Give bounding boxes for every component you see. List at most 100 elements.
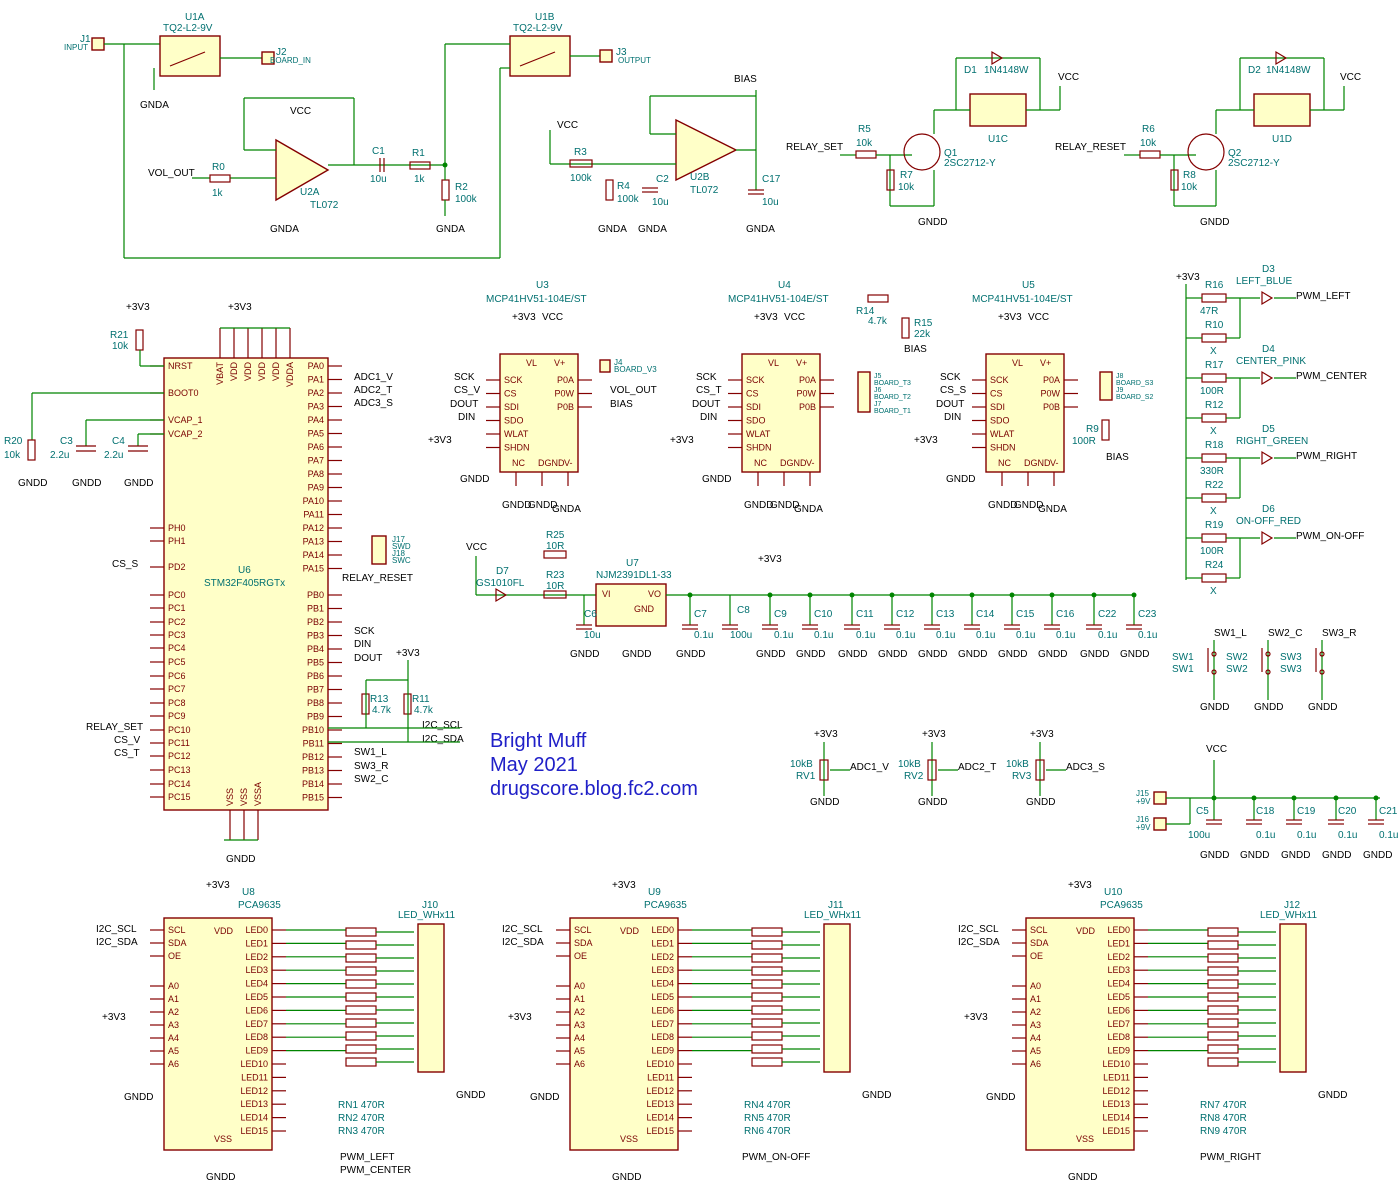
digipot-pin-p0a: P0A	[799, 375, 816, 385]
gnda-r2: GNDA	[436, 224, 465, 235]
pca-pin-oe: OE	[168, 951, 181, 961]
c1-value: 10u	[370, 174, 387, 185]
junction	[969, 592, 975, 598]
pca-driver-group: U8PCA9635+3V3VDDVSSGNDDSCLSDAOEA0A1A2A3A…	[96, 880, 1347, 1183]
led-connector-body	[823, 923, 851, 1073]
mcu-pin-boot0: BOOT0	[168, 388, 199, 398]
digipot-pin-cs: CS	[746, 389, 759, 399]
q2-ref: Q2	[1228, 148, 1242, 159]
pca-a-v33: +3V3	[508, 1012, 532, 1023]
net-i2c-scl: I2C_SCL	[422, 720, 463, 731]
cap-value: 0.1u	[814, 630, 833, 641]
r2-ref: R2	[455, 182, 468, 193]
u2a-ref: U2A	[300, 187, 320, 198]
v33-digipot: +3V3	[998, 312, 1022, 323]
mcu-right-pins: PA0PA1PA2PA3PA4PA5PA6PA7PA8PA9PA10PA11PA…	[302, 361, 342, 803]
r11-value: 4.7k	[414, 705, 434, 716]
pca-pin-led12: LED12	[1102, 1086, 1130, 1096]
mcu-pin-pa9: PA9	[308, 483, 324, 493]
pca-pin-led11: LED11	[1103, 1072, 1130, 1082]
status-led-group: +3V3 R1647RR10XD3LEFT_BLUEPWM_LEFTR17100…	[1176, 264, 1367, 597]
junction	[807, 592, 813, 598]
pca-pin-led6: LED6	[651, 1005, 674, 1015]
cap-gndd: GNDD	[838, 649, 867, 660]
pca-ref: U10	[1104, 887, 1123, 898]
mcu-pin-pc9: PC9	[168, 711, 186, 721]
j16-ref: J16	[1136, 815, 1149, 824]
cap-value: 0.1u	[1016, 630, 1035, 641]
net-dout-digipot: DOUT	[692, 399, 720, 410]
led-connector-gndd: GNDD	[862, 1090, 891, 1101]
rn-element	[751, 1005, 783, 1015]
gndd-nc: GNDD	[744, 500, 773, 511]
cap-value: 0.1u	[856, 630, 875, 641]
digipot-body	[985, 353, 1065, 473]
pca-pin-a5: A5	[574, 1046, 585, 1056]
bulk-caps: C180.1uGNDDC190.1uGNDDC200.1uGNDDC210.1u…	[1206, 795, 1398, 861]
rn-label: RN8 470R	[1200, 1113, 1247, 1124]
cap-gndd: GNDD	[1038, 649, 1067, 660]
switch-ref-a: SW1	[1172, 652, 1194, 663]
gndd-c4: GNDD	[124, 478, 153, 489]
title-line-1: Bright Muff	[490, 730, 587, 752]
rn-element	[345, 1044, 377, 1054]
switch-contact	[1211, 669, 1217, 675]
v33-wlat: +3V3	[670, 435, 694, 446]
digipot-pin-p0a: P0A	[1043, 375, 1060, 385]
digipot-value: MCP41HV51-104E/ST	[972, 294, 1073, 305]
d7-ref: D7	[496, 566, 509, 577]
switch-gndd: GNDD	[1254, 702, 1283, 713]
j16-name: +9V	[1136, 823, 1151, 832]
mcu-pin-top-vdda-5: VDDA	[285, 362, 295, 387]
v33-wlat: +3V3	[428, 435, 452, 446]
u1c-ref: U1C	[988, 134, 1008, 145]
r21-ref: R21	[110, 330, 129, 341]
c5-value: 100u	[1188, 830, 1210, 841]
d2-value: 1N4148W	[1266, 65, 1311, 76]
rn-element	[345, 1031, 377, 1041]
pca-pin-led7: LED7	[245, 1019, 268, 1029]
pca-u9: U9PCA9635+3V3VDDVSSGNDDSCLSDAOEA0A1A2A3A…	[502, 880, 891, 1183]
pca-pin-sda: SDA	[1030, 938, 1049, 948]
gndd-digipot: GNDD	[460, 474, 489, 485]
junction	[1009, 592, 1015, 598]
c4-ref: C4	[112, 436, 125, 447]
mcu-pin-pa8: PA8	[308, 469, 324, 479]
c8-value: 100u	[730, 630, 752, 641]
mcu-u6: U6 STM32F405RGTx NRSTBOOT0VCAP_1VCAP_2PH…	[150, 302, 342, 865]
pca-pin-led14: LED14	[1102, 1113, 1130, 1123]
junction	[1251, 795, 1257, 801]
digipot-pin-wlat: WLAT	[746, 429, 771, 439]
pca-value: PCA9635	[644, 900, 687, 911]
swd-label: SWD	[392, 542, 411, 551]
gnda-c17: GNDA	[746, 224, 775, 235]
pca-pin-led12: LED12	[646, 1086, 674, 1096]
r9-ref: R9	[1086, 424, 1099, 435]
d7-value: GS1010FL	[476, 578, 525, 589]
led-connector-gndd: GNDD	[1318, 1090, 1347, 1101]
led-symbol	[1261, 370, 1274, 386]
led-ref: D5	[1262, 424, 1275, 435]
junction	[1131, 592, 1137, 598]
junction	[687, 592, 693, 598]
junction	[889, 592, 895, 598]
digipot-extras: J4 BOARD_V3 VOL_OUT BIAS R14 4.7k R15 22…	[599, 294, 1153, 463]
pca-pin-led3: LED3	[1107, 965, 1130, 975]
pca-pin-led1: LED1	[651, 938, 674, 948]
mcu-pin-pc13: PC13	[168, 765, 191, 775]
pca-pin-led9: LED9	[245, 1046, 268, 1056]
gnda-vminus: GNDA	[552, 504, 581, 515]
u2a-value: TL072	[310, 200, 339, 211]
v33-supply: +3V3	[758, 554, 782, 565]
pca-pin-led14: LED14	[646, 1113, 674, 1123]
pca-pin-led3: LED3	[651, 965, 674, 975]
j3-ref: J3	[616, 47, 627, 58]
digipot-pin-p0w: P0W	[554, 389, 574, 399]
mcu-left-pins: NRSTBOOT0VCAP_1VCAP_2PH0PH1PD2PC0PC1PC2P…	[150, 361, 203, 802]
vcc-digipot: VCC	[1028, 312, 1049, 323]
j4-name: BOARD_V3	[614, 365, 657, 374]
